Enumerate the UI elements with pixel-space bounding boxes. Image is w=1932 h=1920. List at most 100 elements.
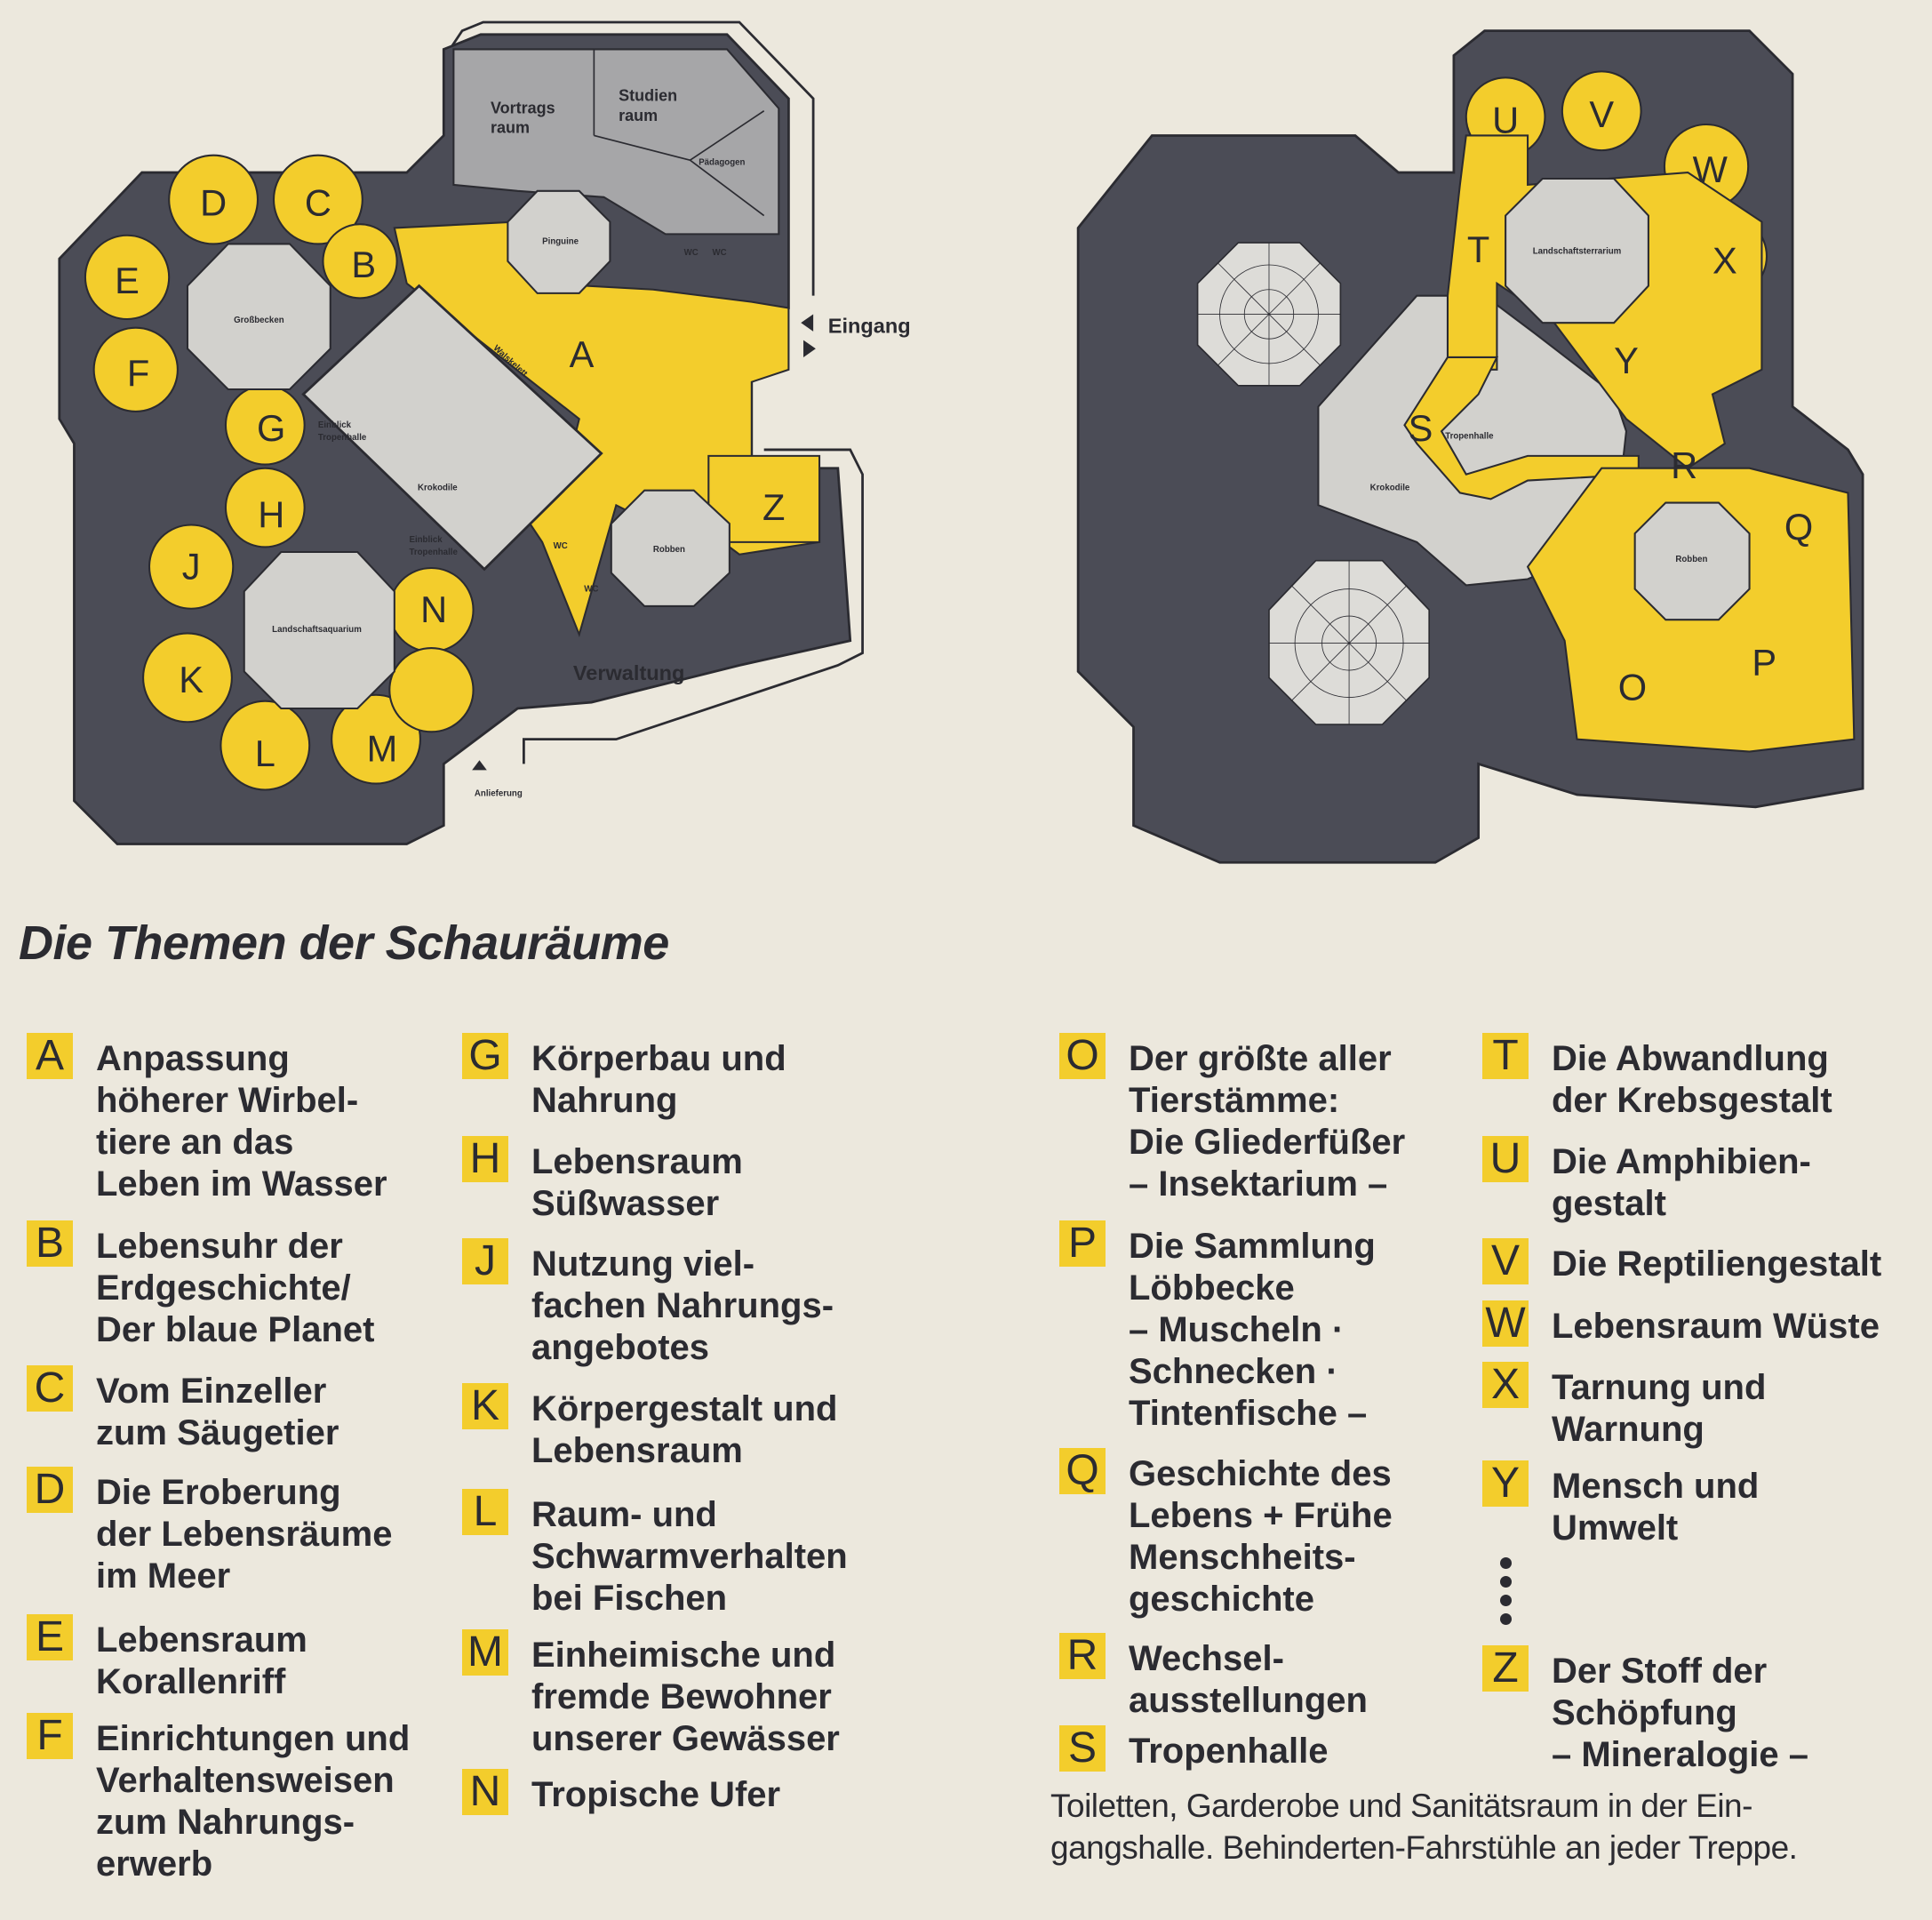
legend-text: Vom Einzeller zum Säugetier [96, 1372, 339, 1452]
legend-text: Tarnung und Warnung [1552, 1368, 1767, 1449]
legend-text: Die Amphibien- gestalt [1552, 1142, 1811, 1223]
yellow-corridors [84, 154, 821, 791]
svg-text:raum: raum [619, 107, 658, 124]
aquarium-room [243, 550, 395, 710]
legend-item: K Körpergestalt und Lebensraum [462, 1383, 837, 1472]
letter-badge: Q [1059, 1448, 1106, 1494]
svg-text:Landschaftsterrarium: Landschaftsterrarium [1533, 247, 1622, 257]
letter-badge: W [1482, 1300, 1529, 1347]
letter-badge: S [1059, 1725, 1106, 1772]
svg-text:Landschaftsaquarium: Landschaftsaquarium [272, 625, 362, 635]
svg-text:Q: Q [1784, 506, 1813, 548]
svg-text:Eingang: Eingang [828, 314, 911, 337]
legend-text: Nutzung viel- fachen Nahrungs- angebotes [531, 1244, 834, 1367]
letter-badge: R [1059, 1633, 1106, 1679]
legend-text: Mensch und Umwelt [1552, 1467, 1760, 1548]
ellipsis-dots [1500, 1557, 1513, 1632]
svg-text:WC: WC [684, 248, 699, 258]
letter-badge: B [27, 1220, 73, 1267]
pinguine-room [507, 189, 611, 294]
svg-text:F: F [127, 352, 149, 394]
letter-badge: T [1482, 1033, 1529, 1079]
grossbecken-room [186, 243, 331, 391]
letter-badge: N [462, 1769, 508, 1815]
svg-text:Großbecken: Großbecken [234, 316, 284, 325]
svg-text:Anlieferung: Anlieferung [475, 788, 523, 798]
legend-item: W Lebensraum Wüste [1482, 1300, 1880, 1348]
legend-text: Einheimische und fremde Bewohner unserer… [531, 1636, 840, 1758]
right-map-letters: O P Q R S T U V W X Y [1409, 93, 1814, 708]
letter-badge: H [462, 1136, 508, 1182]
svg-text:Pinguine: Pinguine [542, 236, 579, 246]
legend-text: Anpassung höherer Wirbel- tiere an das L… [96, 1039, 387, 1204]
svg-text:E: E [115, 260, 140, 301]
left-floor-plan: Vortrags raum Studien raum Pädagogen Pin… [58, 20, 911, 845]
legend-text: Körpergestalt und Lebensraum [531, 1389, 838, 1470]
svg-text:A: A [570, 333, 595, 375]
svg-text:J: J [182, 545, 201, 587]
legend-text: Der Stoff der Schöpfung – Mineralogie – [1552, 1652, 1808, 1774]
letter-badge: D [27, 1467, 73, 1513]
svg-text:WC: WC [584, 584, 598, 594]
letter-badge: G [462, 1033, 508, 1079]
svg-text:V: V [1589, 93, 1614, 135]
legend-text: Körperbau und Nahrung [531, 1039, 786, 1120]
svg-text:WC: WC [554, 541, 568, 551]
letter-badge: L [462, 1489, 508, 1535]
svg-text:U: U [1492, 100, 1519, 141]
legend-item: T Die Abwandlung der Krebsgestalt [1482, 1033, 1832, 1122]
svg-text:P: P [1752, 642, 1776, 684]
letter-badge: J [462, 1238, 508, 1284]
insectarium-domes [1196, 242, 1431, 725]
svg-text:S: S [1409, 407, 1433, 449]
svg-text:T: T [1467, 228, 1489, 270]
svg-text:Tropenhalle: Tropenhalle [318, 433, 367, 443]
svg-text:C: C [305, 182, 331, 224]
legend-item: Y Mensch und Umwelt [1482, 1460, 1759, 1549]
left-map-letters: A B C D E F G H J K L M N Z [115, 182, 785, 775]
robben-room-right [1633, 501, 1751, 621]
legend-text: Geschichte des Lebens + Frühe Menschheit… [1129, 1454, 1393, 1619]
footer-note: Toiletten, Garderobe und Sanitätsraum in… [1050, 1788, 1798, 1866]
svg-text:K: K [179, 659, 204, 700]
svg-text:Krokodile: Krokodile [1370, 484, 1410, 493]
robben-room [610, 489, 730, 608]
letter-badge: K [462, 1383, 508, 1429]
letter-badge: M [462, 1629, 508, 1676]
svg-text:D: D [200, 182, 227, 224]
svg-text:X: X [1712, 240, 1737, 282]
svg-text:raum: raum [491, 119, 530, 137]
svg-text:H: H [258, 493, 284, 535]
svg-text:Robben: Robben [653, 545, 685, 555]
letter-badge: O [1059, 1033, 1106, 1079]
svg-text:Z: Z [762, 486, 785, 528]
svg-text:Tropenhalle: Tropenhalle [409, 548, 458, 557]
letter-badge: C [27, 1365, 73, 1412]
letter-badge: X [1482, 1362, 1529, 1408]
lobes [84, 154, 475, 791]
legend-text: Die Abwandlung der Krebsgestalt [1552, 1039, 1832, 1120]
svg-text:Krokodile: Krokodile [418, 484, 458, 493]
svg-text:Verwaltung: Verwaltung [573, 661, 685, 684]
svg-text:G: G [257, 407, 285, 449]
letter-badge: Y [1482, 1460, 1529, 1507]
svg-text:Einblick: Einblick [318, 420, 352, 430]
legend-text: Lebensraum Süßwasser [531, 1142, 743, 1223]
entrance-arrows [472, 314, 816, 771]
letter-badge: F [27, 1713, 73, 1759]
svg-text:W: W [1693, 148, 1728, 190]
legend-text: Lebensraum Wüste [1552, 1307, 1880, 1346]
terrarium-room [1505, 177, 1649, 324]
legend-item: C Vom Einzeller zum Säugetier [27, 1365, 339, 1454]
svg-text:Pädagogen: Pädagogen [699, 158, 745, 168]
